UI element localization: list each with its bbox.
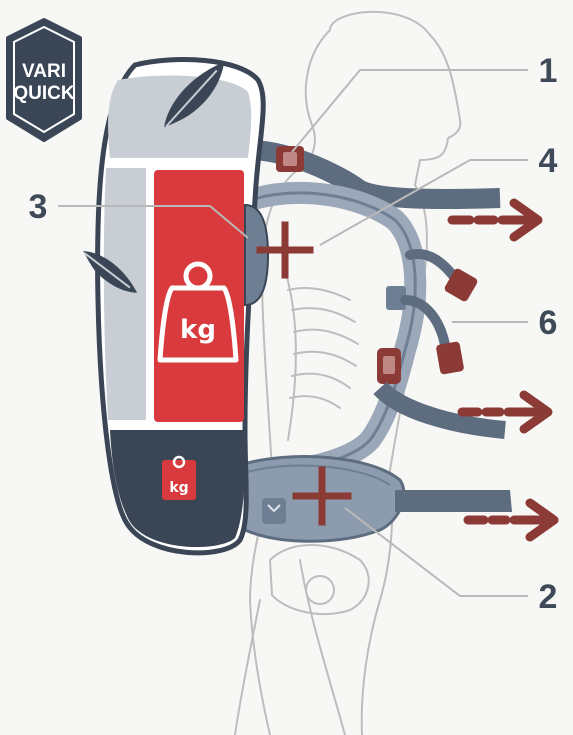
callout-2: 2 — [539, 578, 558, 616]
vari-quick-badge: VARI QUICK — [8, 20, 80, 140]
back-frame — [250, 193, 415, 475]
callout-6: 6 — [539, 304, 558, 342]
badge-line-1: VARI — [22, 61, 66, 82]
sternum-buckle-bottom — [436, 341, 465, 375]
hip-belt — [240, 457, 512, 542]
badge-line-2: QUICK — [13, 83, 75, 104]
callout-3: 3 — [29, 188, 48, 226]
person-outline — [235, 12, 460, 735]
weight-icon-small: kg — [162, 457, 196, 500]
back-pad — [245, 205, 268, 305]
small-weight-label: kg — [169, 480, 188, 496]
weight-label: kg — [180, 315, 216, 345]
leader-1 — [292, 70, 528, 152]
callout-4: 4 — [539, 142, 558, 180]
callout-1: 1 — [539, 52, 558, 90]
